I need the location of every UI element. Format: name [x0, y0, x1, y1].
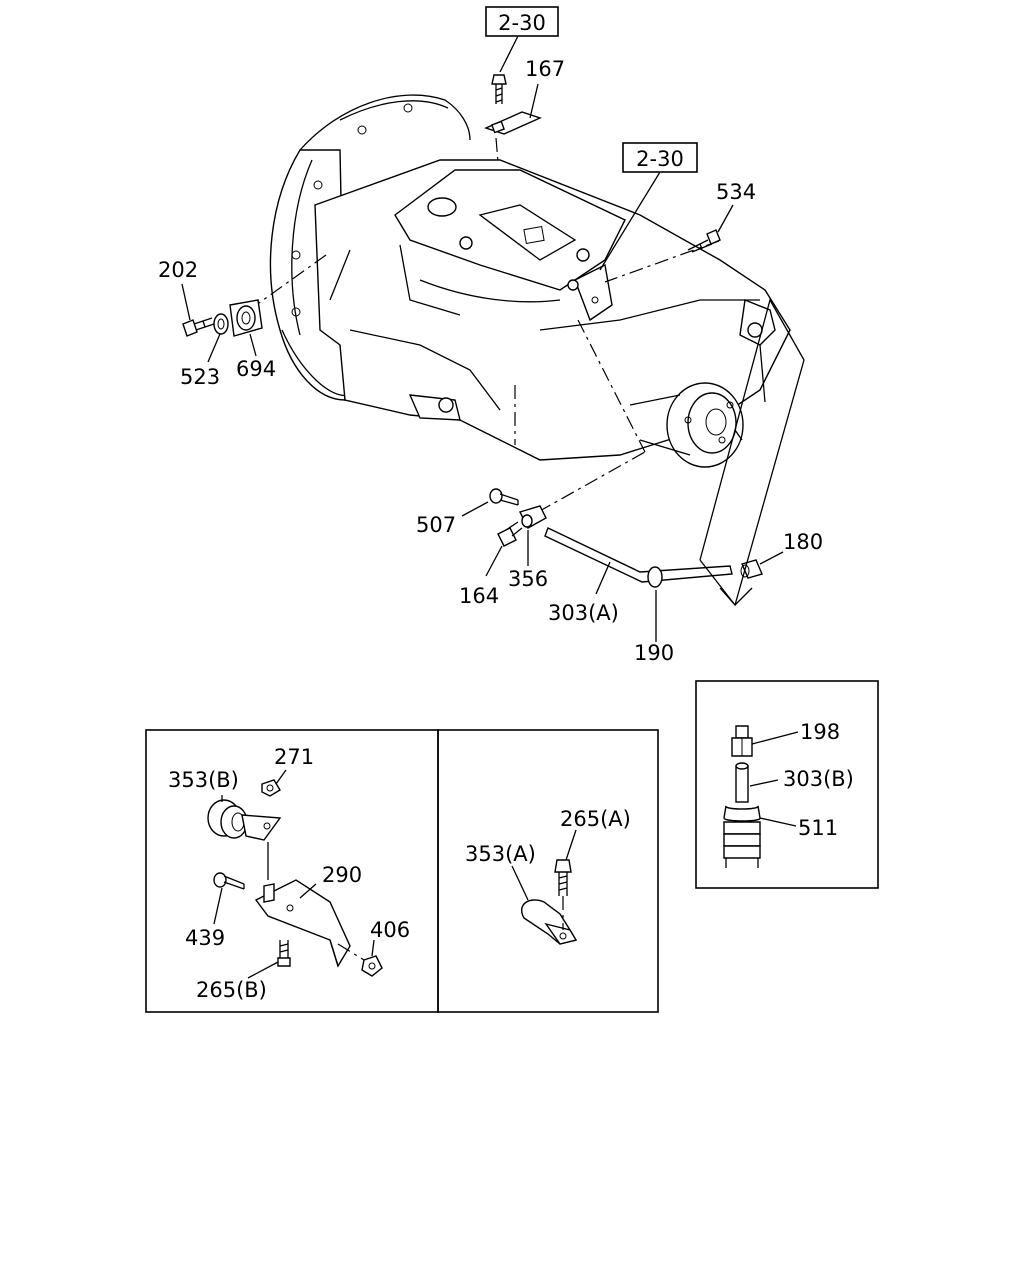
bolt-265b	[277, 940, 291, 967]
bracket-290	[254, 879, 351, 968]
clip-353b	[207, 799, 282, 841]
transmission-assembly	[269, 94, 791, 468]
protector-511	[723, 805, 761, 868]
callout-507: 507	[416, 513, 456, 537]
hose-303a	[544, 527, 733, 588]
callout-190: 190	[634, 641, 674, 665]
callout-198: 198	[800, 720, 840, 744]
callout-265a: 265(A)	[560, 807, 631, 831]
union-356	[519, 505, 547, 529]
callout-202: 202	[158, 258, 198, 282]
hose-303b	[735, 762, 749, 803]
detail-box-hose-303b	[695, 680, 879, 889]
callout-439: 439	[185, 926, 225, 950]
nut-271	[261, 779, 281, 797]
callout-511: 511	[798, 816, 838, 840]
ref-label-mid: 2-30	[636, 147, 684, 171]
callout-353b: 353(B)	[168, 768, 239, 792]
detail-box-clip-353a	[437, 729, 659, 1013]
hose-bracket-line	[699, 298, 805, 607]
callout-406: 406	[370, 918, 410, 942]
callout-271: 271	[274, 745, 314, 769]
leader-lines	[181, 35, 799, 979]
nut-406	[337, 943, 383, 977]
bolt-439	[213, 872, 245, 890]
bolt-202	[182, 317, 215, 337]
callout-694: 694	[236, 357, 276, 381]
bolt-507	[489, 488, 519, 506]
callout-303a: 303(A)	[548, 601, 619, 625]
callout-534: 534	[716, 180, 756, 204]
callout-265b: 265(B)	[196, 978, 267, 1002]
callout-523: 523	[180, 365, 220, 389]
callout-167: 167	[525, 57, 565, 81]
clip-353a	[521, 899, 578, 945]
cap-180	[740, 559, 763, 579]
washer-523	[213, 313, 229, 335]
ref-label-top: 2-30	[498, 11, 546, 35]
callout-353a: 353(A)	[465, 842, 536, 866]
fitting-198	[731, 725, 753, 757]
ref-box-mid	[622, 142, 698, 173]
callout-303b: 303(B)	[783, 767, 854, 791]
callout-290: 290	[322, 863, 362, 887]
bolt-534	[687, 229, 721, 253]
elbow-164	[497, 521, 523, 547]
callout-164: 164	[459, 584, 499, 608]
ref-box-top	[485, 6, 559, 37]
bolt-265a	[554, 859, 572, 930]
callout-180: 180	[783, 530, 823, 554]
bolt-167	[484, 74, 542, 135]
seal-694	[229, 299, 263, 337]
callout-356: 356	[508, 567, 548, 591]
